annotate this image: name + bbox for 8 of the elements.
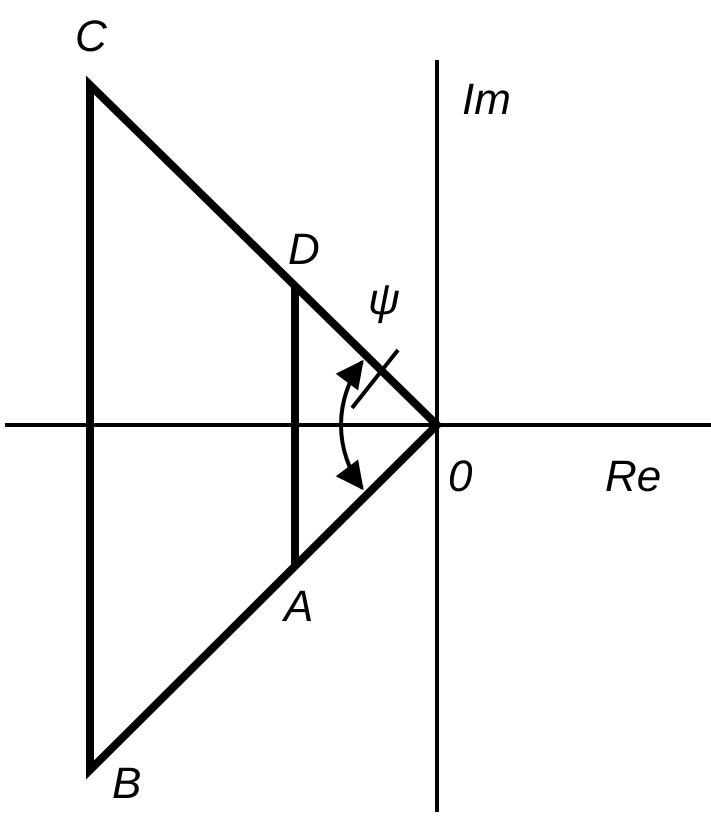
vertex-label: C [75,15,107,59]
axis-label: Im [462,78,511,122]
vertex-label: B [112,762,142,806]
vertex-label: A [284,585,314,629]
origin-label: 0 [448,455,472,499]
angle-label: ψ [368,278,400,322]
vertex-label: D [288,228,320,272]
axis-label: Re [605,455,662,499]
